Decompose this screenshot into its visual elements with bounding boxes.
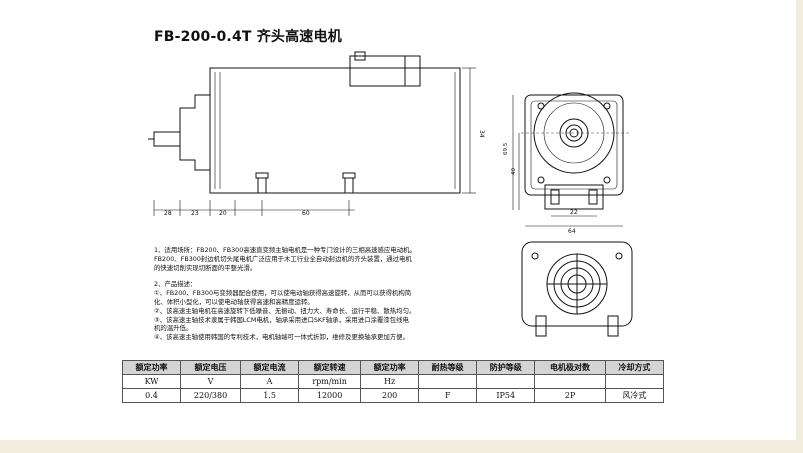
- spec-value: 风冷式: [604, 388, 665, 403]
- dim-69-5: 69.5: [503, 142, 509, 155]
- spec-header: 额定功率: [360, 360, 420, 375]
- description-line: ④、该高速主轴使用韩国的专利技术，电机轴端可一体式折卸，维修及更换轴承更加方便。: [154, 333, 409, 342]
- spec-value: 200: [360, 388, 420, 403]
- spec-unit: [476, 374, 536, 389]
- dim-40: 40: [511, 168, 517, 175]
- dim-23: 23: [191, 210, 199, 217]
- spec-unit: KW: [121, 374, 182, 389]
- description-line: 化、体积小型化，可以使电动轴获得高速和高精度运转。: [154, 297, 314, 306]
- spec-unit: [604, 374, 665, 389]
- spec-header: 防护等级: [476, 360, 536, 375]
- description-line: 机的温升低。: [154, 324, 193, 333]
- spec-unit: rpm/min: [298, 374, 362, 389]
- description-line: ①、FB200、FB300与变频器配合使用，可以使电动轴获得高速旋转，从而可以获…: [154, 289, 412, 298]
- dim-22: 22: [570, 209, 578, 216]
- spec-header: 电机极对数: [534, 360, 606, 375]
- description-block: 1、适用场所：FB200、FB300高速直变频主轴电机是一种专门设计的三相高速感…: [154, 246, 494, 342]
- dim-height-34: 34: [478, 130, 485, 138]
- spec-unit: Hz: [360, 374, 420, 389]
- motor-front-view-drawing: 69.5 40 22 64: [503, 92, 629, 235]
- spec-table: 额定功率 额定电压 额定电流 额定转速 额定功率 耐热等级 防护等级 电机极对数…: [121, 360, 665, 403]
- front-housing: [524, 94, 624, 196]
- spec-header: 额定电压: [180, 360, 242, 375]
- spec-value: F: [418, 388, 478, 403]
- dim-20: 20: [219, 210, 227, 217]
- spec-table-value-row: 0.4 220/380 1.5 12000 200 F IP54 2P 风冷式: [121, 388, 665, 403]
- spec-unit: [534, 374, 606, 389]
- spec-table-header-row: 额定功率 额定电压 额定电流 额定转速 额定功率 耐热等级 防护等级 电机极对数…: [121, 360, 665, 375]
- spec-value: 1.5: [240, 388, 300, 403]
- spec-unit: [418, 374, 478, 389]
- spec-value: 2P: [534, 388, 606, 403]
- spec-value: 12000: [298, 388, 362, 403]
- page-title: FB-200-0.4T 齐头高速电机: [154, 29, 342, 45]
- spec-unit: V: [180, 374, 242, 389]
- spec-unit: A: [240, 374, 300, 389]
- description-line: FB200、FB300封边机切头尾电机广泛应用于木工行业全自动封边机的齐头装置，…: [154, 254, 412, 263]
- junction-box: [349, 55, 421, 87]
- dim-64: 64: [568, 228, 576, 235]
- dim-60: 60: [302, 210, 310, 217]
- spec-header: 额定转速: [298, 360, 362, 375]
- description-line: 2、产品描述：: [154, 280, 197, 289]
- spec-value: IP54: [476, 388, 536, 403]
- spec-header: 冷却方式: [604, 360, 665, 375]
- description-line: ②、该高速主轴电机在高速旋转下低噪音、无振动、扭力大、寿命长、运行平稳、散热均匀…: [154, 306, 416, 315]
- spec-table-unit-row: KW V A rpm/min Hz: [121, 374, 665, 389]
- spec-header: 额定功率: [121, 360, 182, 375]
- description-line: 的快速切削实现切断面的平整光滑。: [154, 263, 257, 272]
- shaft-end: [153, 131, 181, 147]
- motor-body-outline: [209, 67, 461, 194]
- description-line: ③、该高速主轴技术隶属于韩国LCM电机，轴承采用进口SKF轴承，采用进口涂覆漆包…: [154, 315, 409, 324]
- dim-28: 28: [164, 210, 172, 217]
- description-line: 1、适用场所：FB200、FB300高速直变频主轴电机是一种专门设计的三相高速感…: [154, 246, 416, 254]
- spec-header: 耐热等级: [418, 360, 478, 375]
- motor-rear-fan-view: [521, 241, 633, 337]
- spec-value: 0.4: [121, 388, 182, 403]
- spec-header: 额定电流: [240, 360, 300, 375]
- bottom-border: [0, 440, 803, 453]
- motor-side-view-drawing: 28 23 20 60 34: [148, 51, 485, 217]
- right-border: [796, 0, 803, 453]
- spec-value: 220/380: [180, 388, 242, 403]
